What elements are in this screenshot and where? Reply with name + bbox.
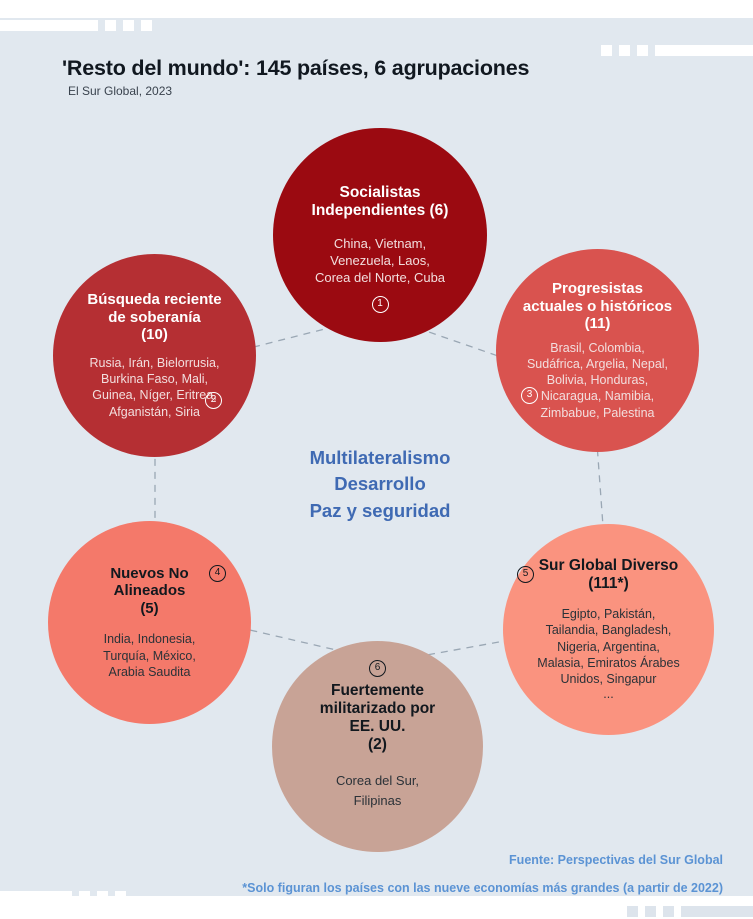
group-title: Fuertemente militarizado por EE. UU. (2) — [319, 681, 436, 753]
decoration-bottom-left — [0, 891, 126, 902]
group-circle-fuertemente-militarizado[interactable]: Fuertemente militarizado por EE. UU. (2)… — [272, 641, 483, 852]
group-number-badge-1: 1 — [371, 296, 389, 313]
center-line-2: Desarrollo — [334, 473, 426, 495]
deco-square — [627, 906, 638, 917]
infographic-stage: 'Resto del mundo': 145 países, 6 agrupac… — [0, 18, 753, 902]
group-circle-busqueda-soberania[interactable]: Búsqueda reciente de soberanía (10) Rusi… — [53, 254, 256, 457]
deco-square — [645, 906, 656, 917]
group-country-list: Egipto, Pakistán, Tailandia, Bangladesh,… — [537, 607, 680, 702]
footnote: *Solo figuran los países con las nueve e… — [242, 881, 723, 895]
deco-square — [105, 20, 116, 31]
group-title: Socialistas Independientes (6) — [311, 183, 449, 219]
center-line-1: Multilateralismo — [309, 447, 451, 468]
decoration-top-right — [601, 45, 753, 56]
group-country-list: China, Vietnam, Venezuela, Laos, Corea d… — [314, 235, 446, 285]
decoration-bottom-right — [627, 906, 753, 917]
deco-square — [141, 20, 152, 31]
group-title: Progresistas actuales o históricos (11) — [522, 280, 673, 333]
deco-square — [123, 20, 134, 31]
deco-square — [601, 45, 612, 56]
group-country-list: Corea del Sur, Filipinas — [335, 773, 420, 809]
deco-square — [637, 45, 648, 56]
group-country-list: Brasil, Colombia, Sudáfrica, Argelia, Ne… — [526, 340, 669, 420]
group-circle-progresistas[interactable]: Progresistas actuales o históricos (11) … — [496, 249, 699, 452]
deco-bar — [0, 891, 72, 902]
deco-square — [619, 45, 630, 56]
deco-square — [79, 891, 90, 902]
deco-square — [115, 891, 126, 902]
page-subtitle: El Sur Global, 2023 — [68, 84, 173, 98]
group-title: Sur Global Diverso (111*) — [538, 556, 679, 592]
center-line-3: Paz y seguridad — [309, 499, 451, 521]
center-shared-values: Multilateralismo Desarrollo Paz y seguri… — [253, 445, 507, 524]
source-credit: Fuente: Perspectivas del Sur Global — [509, 853, 723, 867]
group-number-badge-6: 6 — [369, 660, 386, 677]
group-title: Nuevos No Alineados (5) — [110, 564, 189, 617]
deco-bar — [0, 20, 98, 31]
group-number-badge-2: 2 — [205, 392, 222, 409]
group-country-list: India, Indonesia, Turquía, México, Arabi… — [103, 632, 196, 679]
group-title: Búsqueda reciente de soberanía (10) — [87, 291, 222, 344]
group-list-ellipsis: ... — [603, 687, 614, 702]
group-circle-socialistas-independientes[interactable]: Socialistas Independientes (6) China, Vi… — [273, 128, 487, 342]
group-circle-sur-global-diverso[interactable]: Sur Global Diverso (111*) Egipto, Pakist… — [503, 524, 714, 735]
page-title: 'Resto del mundo': 145 países, 6 agrupac… — [62, 56, 530, 80]
decoration-top-left — [0, 20, 152, 31]
group-number-badge-4: 4 — [209, 565, 226, 582]
group-number-badge-3: 3 — [521, 387, 538, 404]
deco-square — [663, 906, 674, 917]
group-country-list: Rusia, Irán, Bielorrusia, Burkina Faso, … — [89, 355, 220, 419]
deco-bar — [655, 45, 753, 56]
deco-square — [97, 891, 108, 902]
group-circle-nuevos-no-alineados[interactable]: Nuevos No Alineados (5) India, Indonesia… — [48, 521, 251, 724]
deco-bar — [681, 906, 753, 917]
group-number-badge-5: 5 — [517, 566, 534, 583]
